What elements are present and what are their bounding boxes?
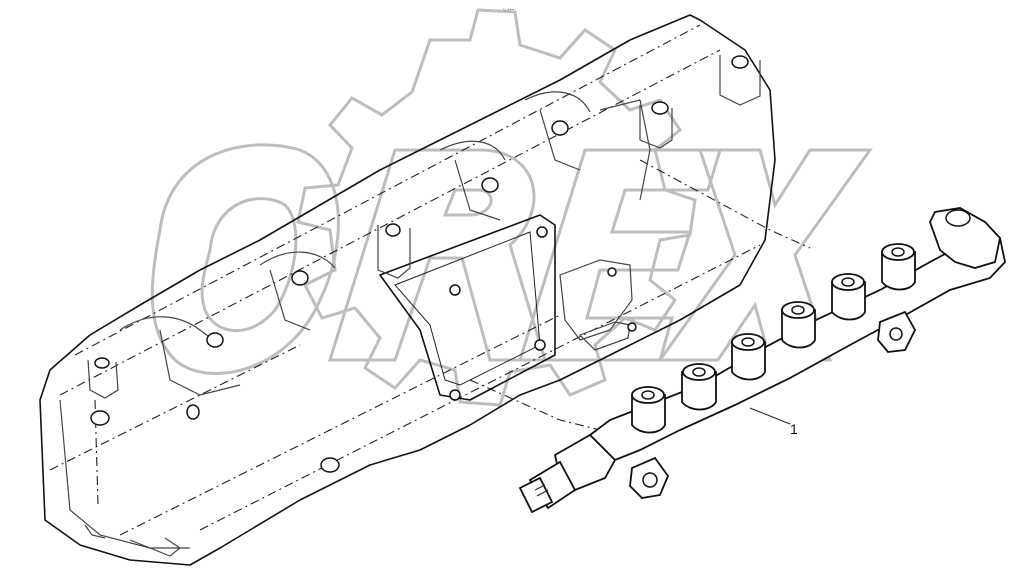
housing-hole — [186, 404, 200, 420]
housing-hole — [449, 284, 461, 296]
housing-hole — [731, 55, 749, 69]
outlet-nipple — [681, 363, 717, 411]
watermark-letter-x — [657, 148, 873, 362]
housing-hole — [385, 223, 401, 237]
housing-hole — [481, 177, 499, 193]
housing-hole — [206, 332, 224, 348]
housing-hole — [449, 389, 461, 401]
top-mark: ″₁ ∘∘∘ — [503, 7, 514, 12]
watermark-gear — [296, 8, 697, 407]
housing-outline — [39, 14, 811, 566]
watermark-letter-e — [517, 148, 723, 362]
watermark-logo — [150, 8, 873, 407]
callout-leader — [749, 407, 791, 425]
housing-hole — [94, 357, 110, 369]
housing-hole — [551, 120, 569, 136]
outlet-nipple — [781, 301, 816, 349]
outlet-nipple — [831, 273, 866, 321]
outlet-nipple — [731, 333, 766, 381]
housing-hole — [534, 339, 546, 351]
callout-1: 1 — [749, 407, 798, 437]
callout-label: 1 — [790, 421, 798, 437]
outlet-nipple — [881, 243, 916, 291]
outlet-nipple — [631, 386, 666, 434]
housing-hole — [90, 410, 110, 426]
housing-hole — [291, 270, 309, 286]
housing-hole — [627, 322, 637, 332]
watermark-letter-o — [150, 143, 340, 375]
housing-hole — [320, 457, 340, 473]
housing-hole — [607, 267, 617, 277]
fuel-rail — [518, 207, 1006, 514]
watermark-letter-r — [327, 148, 548, 362]
housing-hole — [651, 101, 669, 115]
housing-hole — [536, 226, 548, 238]
